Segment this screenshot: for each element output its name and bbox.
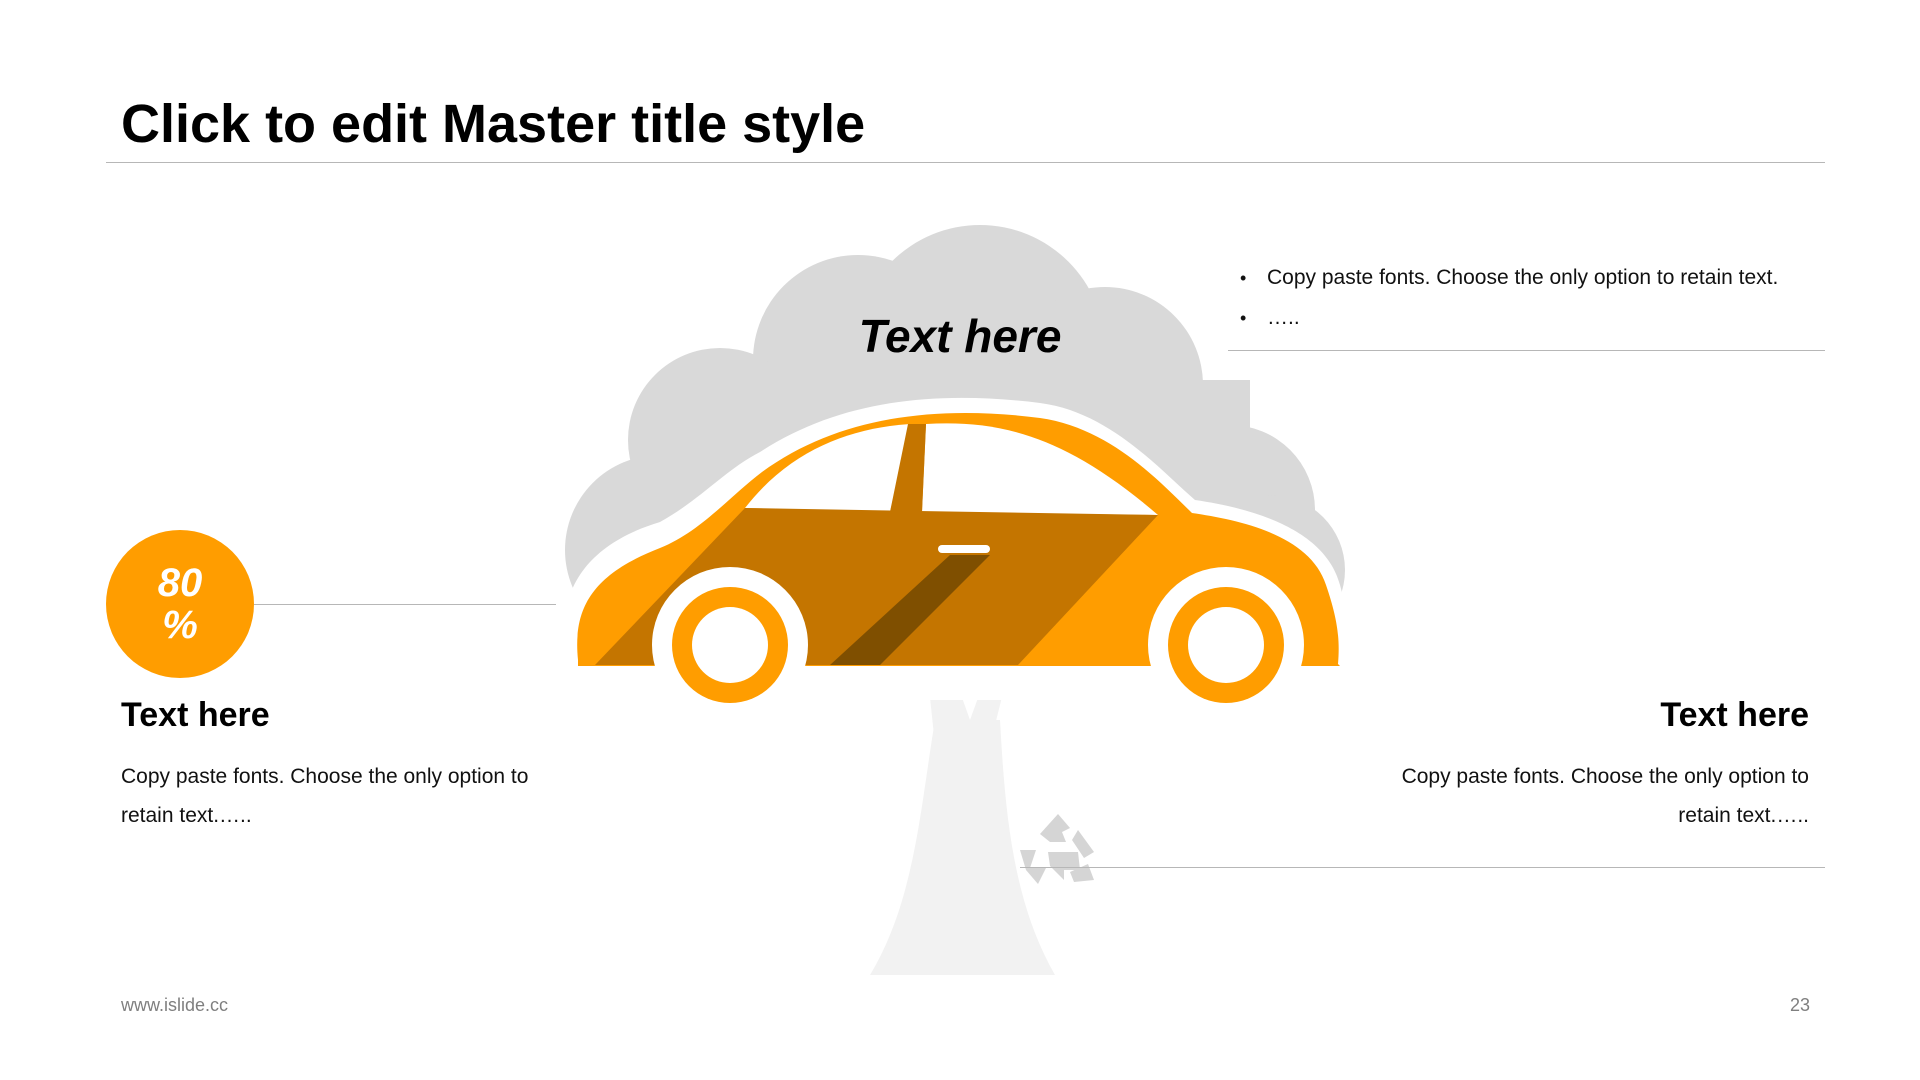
cloud-label: Text here — [858, 310, 1062, 362]
car-graphic — [565, 397, 1350, 723]
page-number: 23 — [1789, 995, 1810, 1015]
top-right-divider — [1228, 350, 1825, 351]
left-heading: Text here — [121, 696, 270, 734]
right-body-text: Copy paste fonts. Choose the only option… — [1401, 765, 1809, 827]
top-right-bullets: Copy paste fonts. Choose the only option… — [1240, 258, 1778, 338]
percent-value: 80 % — [157, 561, 203, 647]
title-divider — [106, 162, 1825, 163]
right-heading: Text here — [1660, 696, 1809, 734]
slide-title: Click to edit Master title style — [121, 94, 866, 154]
bullet-item: Copy paste fonts. Choose the only option… — [1240, 258, 1778, 298]
percent-badge: 80 % — [106, 530, 254, 678]
car-tree-illustration — [565, 225, 1350, 975]
recycle-icon — [1020, 814, 1094, 884]
left-body-text: Copy paste fonts. Choose the only option… — [121, 765, 529, 827]
footer-website: www.islide.cc — [121, 995, 229, 1015]
right-block-divider — [1020, 867, 1825, 868]
bullet-item: ….. — [1240, 298, 1778, 338]
badge-connector-line — [254, 604, 556, 605]
